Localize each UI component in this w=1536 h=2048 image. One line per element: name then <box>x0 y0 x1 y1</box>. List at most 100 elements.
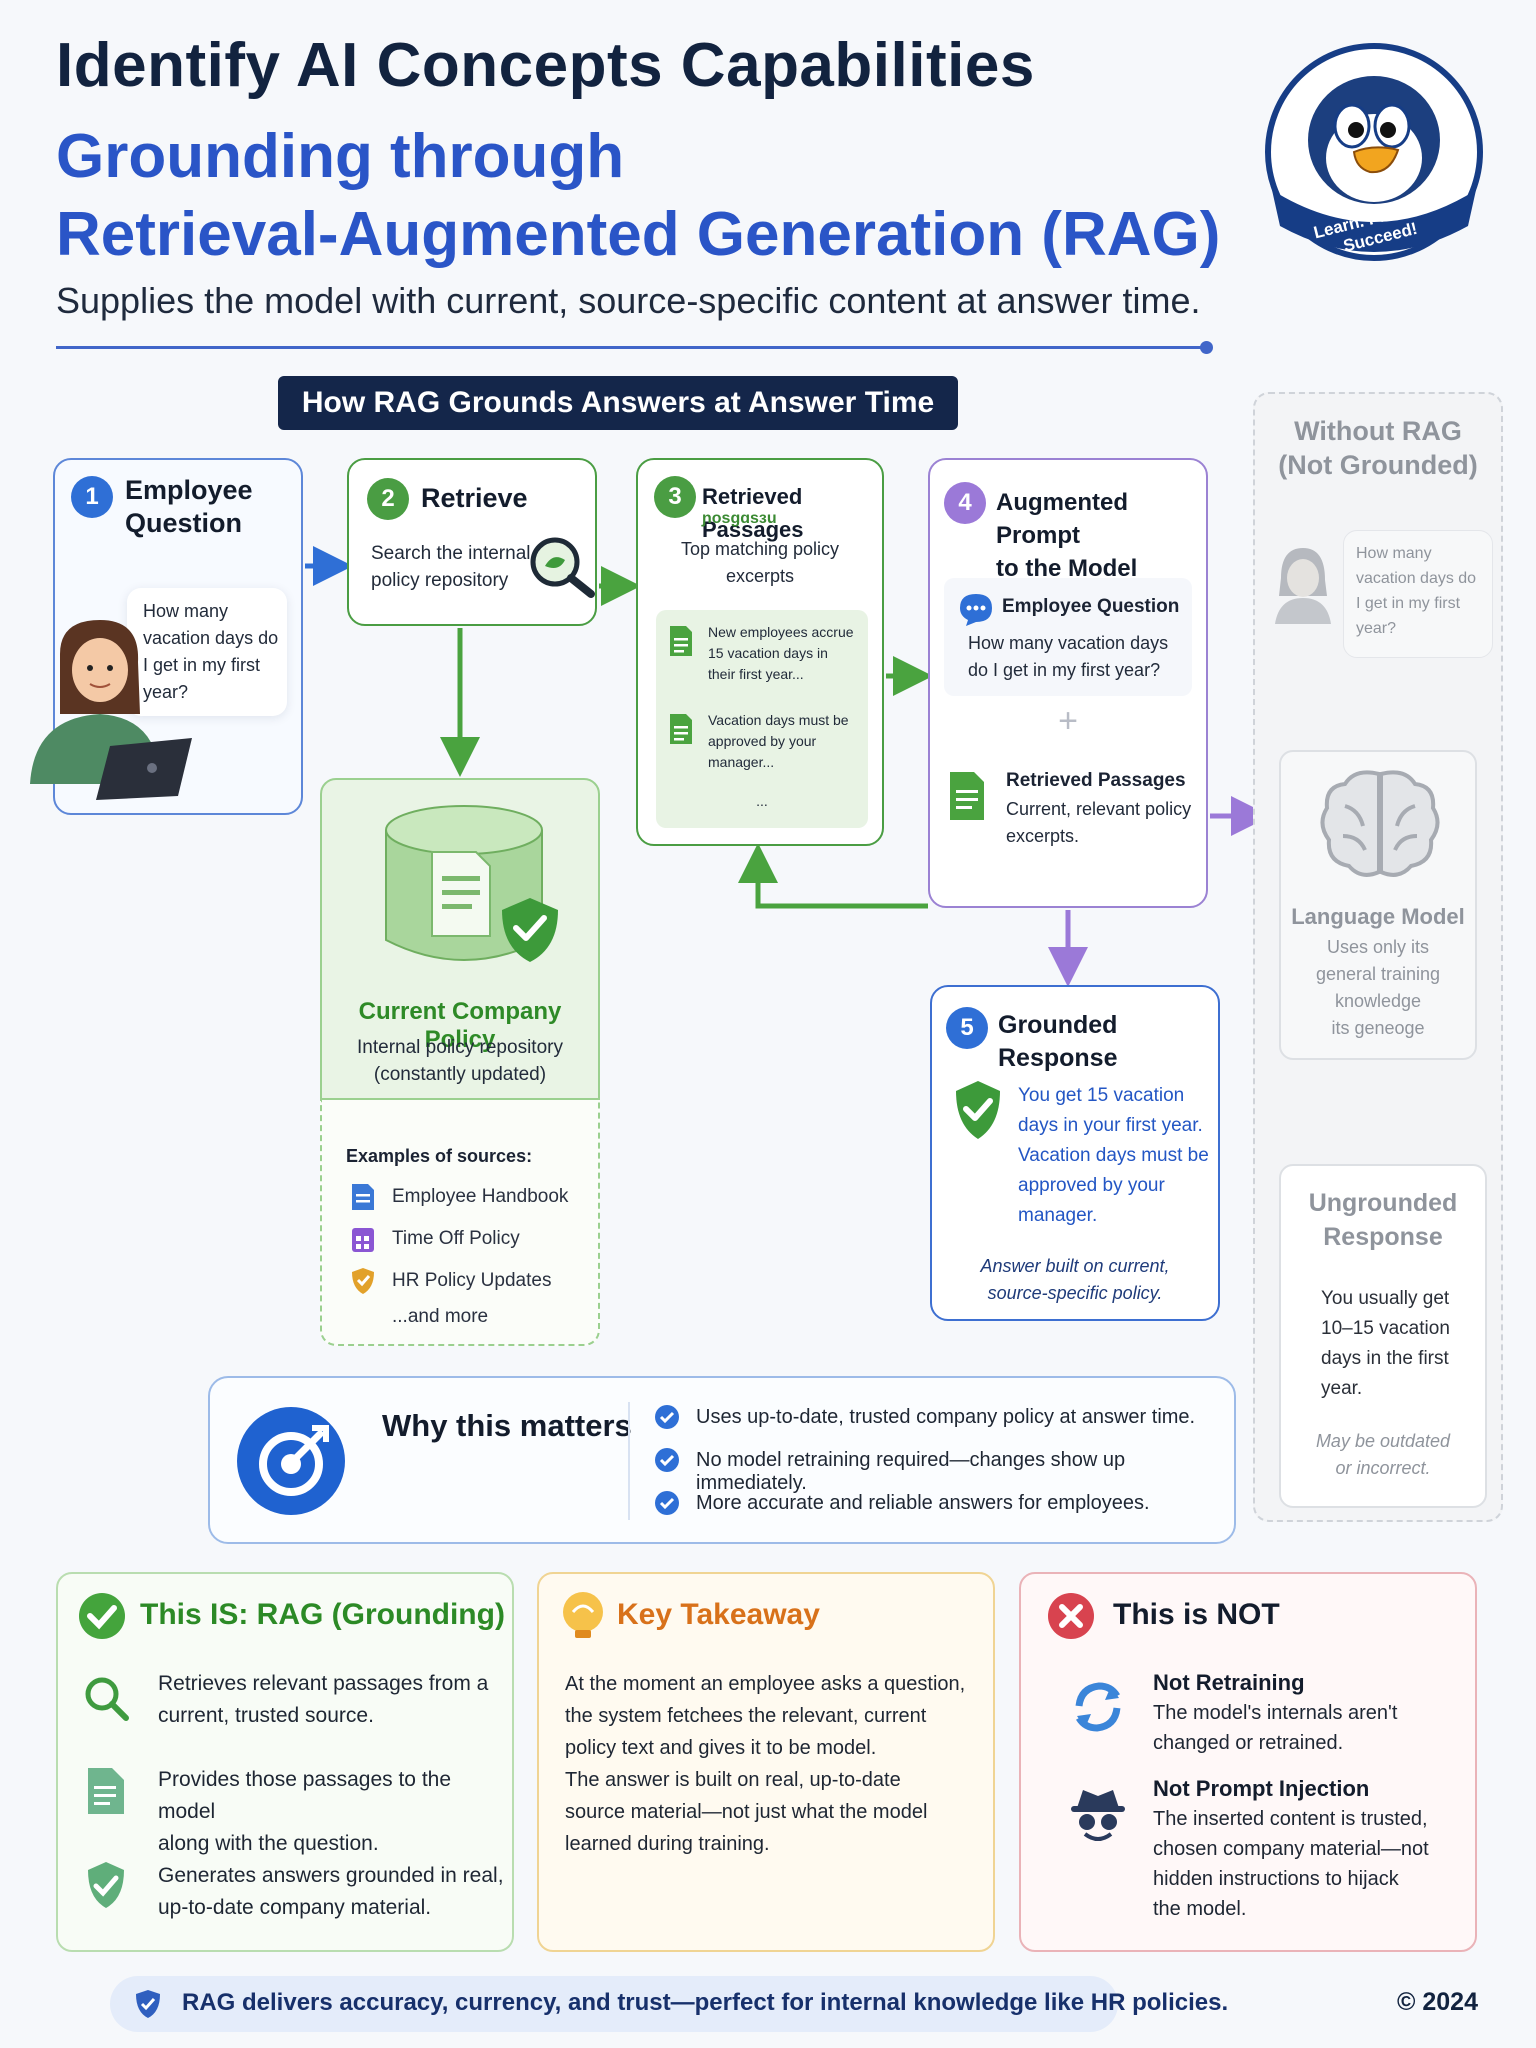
step-4-title-line1: Augmented Prompt <box>996 489 1128 549</box>
ungrounded-answer-line: 10–15 vacation <box>1321 1318 1450 1339</box>
grounded-answer: You get 15 vacation days in your first y… <box>1018 1081 1209 1231</box>
step-3-title: Retrieved Passages <box>702 484 804 542</box>
not-prompt-injection-line: the model. <box>1153 1898 1247 1920</box>
policy-text-line: (constantly updated) <box>373 1064 547 1085</box>
question-line: I get in my first <box>143 655 261 675</box>
subtitle-line-1: Grounding through <box>56 122 625 191</box>
policy-repository-card: Current Company Policy Internal policy r… <box>320 778 600 1100</box>
footer-banner <box>110 1976 1118 2032</box>
not-retraining-title: Not Retraining <box>1153 1670 1305 1695</box>
check-icon <box>655 1405 679 1429</box>
takeaway-line: At the moment an employee asks a questio… <box>565 1673 966 1695</box>
policy-text-line: Internal policy repository <box>357 1037 563 1058</box>
chat-bubble-icon <box>960 594 992 626</box>
takeaway-line: The answer is built on real, up-to-date <box>565 1769 901 1791</box>
passage-1-line: their first year... <box>708 666 804 682</box>
shield-check-icon <box>136 1990 160 2018</box>
this-is-rag-panel: This IS: RAG (Grounding) Retrieves relev… <box>56 1572 514 1952</box>
employee-with-laptop-icon <box>30 620 192 800</box>
step-3-card: 3 Retrieved Passages ɲosɡɑsɜu Top matchi… <box>636 458 884 846</box>
step-2-number: 2 <box>367 478 409 520</box>
language-model-text: Uses only its general training knowledge… <box>1281 934 1475 1042</box>
refresh-icon <box>1075 1682 1121 1732</box>
handbook-document-icon <box>352 1184 374 1210</box>
language-model-box: Language Model Uses only its general tra… <box>1279 750 1477 1060</box>
grounded-answer-line: days in your first year. <box>1018 1115 1203 1136</box>
passages-list: New employees accrue 15 vacation days in… <box>656 610 868 828</box>
passage-ellipsis: ... <box>756 793 768 809</box>
search-icon <box>85 1677 129 1721</box>
prompt-question-line: do I get in my first year? <box>968 660 1161 680</box>
ungrounded-answer: You usually get 10–15 vacation days in t… <box>1321 1284 1450 1404</box>
grounded-answer-line: approved by your <box>1018 1175 1165 1196</box>
prompt-passages-title: Retrieved Passages <box>1006 770 1186 791</box>
subtitle-line-2: Retrieval-Augmented Generation (RAG) <box>56 200 1221 269</box>
step-3-text-line: Top matching policy <box>680 539 840 559</box>
prompt-passages-line: excerpts. <box>1006 826 1080 846</box>
this-is-item-3-line: up-to-date company material. <box>158 1896 432 1919</box>
shield-check-icon <box>88 1862 124 1908</box>
grounded-answer-line: Vacation days must be <box>1018 1145 1209 1166</box>
source-item: HR Policy Updates <box>392 1270 552 1291</box>
step-3-garbled-label: ɲosɡɑsɜu <box>702 510 777 527</box>
language-model-line: general training <box>1315 964 1441 984</box>
step-1-title: Employee Question <box>125 474 253 540</box>
not-prompt-injection-title: Not Prompt Injection <box>1153 1776 1370 1801</box>
passage-2-line: manager... <box>708 754 775 770</box>
check-icon <box>655 1491 679 1515</box>
document-icon <box>950 772 984 820</box>
database-icon <box>385 805 558 962</box>
header-divider-dot <box>1200 341 1213 354</box>
copyright: © 2024 <box>1397 1988 1478 2016</box>
this-is-item-2-line: Provides those passages to the model <box>158 1768 452 1823</box>
prompt-passages-line: Current, relevant policy <box>1006 799 1192 819</box>
why-divider <box>628 1402 630 1520</box>
why-item: More accurate and reliable answers for e… <box>696 1492 1150 1514</box>
this-is-item-1-line: current, trusted source. <box>158 1704 374 1727</box>
ungrounded-title: Ungrounded Response <box>1281 1186 1485 1254</box>
ungrounded-warning: May be outdated or incorrect. <box>1281 1428 1485 1482</box>
x-circle-icon <box>1048 1593 1094 1639</box>
step-3-text: Top matching policy excerpts <box>638 536 882 590</box>
document-icon <box>88 1768 124 1814</box>
without-rag-title-line: Without RAG <box>1294 416 1462 446</box>
prompt-question-text: How many vacation days do I get in my fi… <box>968 630 1168 684</box>
page-subtitle: Grounding through Retrieval-Augmented Ge… <box>56 118 1220 274</box>
step-1-title-line2: Question <box>125 508 243 538</box>
grounded-note-line: Answer built on current, <box>980 1256 1170 1276</box>
step-5-card: 5 Grounded Response You get 15 vacation … <box>930 985 1220 1321</box>
passage-2-line: Vacation days must be <box>708 712 849 728</box>
page-title: Identify AI Concepts Capabilities <box>56 31 1035 100</box>
question-line: How many <box>143 601 229 621</box>
calendar-icon <box>352 1228 374 1252</box>
language-model-line: its geneoge <box>1331 1018 1425 1038</box>
step-4-number: 4 <box>944 482 986 524</box>
passage-2: Vacation days must be approved by your m… <box>708 710 849 773</box>
verified-shield-icon <box>956 1081 1000 1139</box>
not-prompt-injection-text: The inserted content is trusted, chosen … <box>1153 1804 1429 1924</box>
why-this-matters-box: Why this matters Uses up-to-date, truste… <box>208 1376 1236 1544</box>
step-2-title: Retrieve <box>421 483 528 513</box>
ungrounded-answer-line: year. <box>1321 1378 1363 1399</box>
document-icon <box>670 626 692 656</box>
question-bubble: How many vacation days do I get in my fi… <box>127 588 287 716</box>
tagline: Supplies the model with current, source-… <box>56 280 1201 321</box>
without-question-line: vacation days do <box>1356 570 1477 587</box>
not-prompt-injection-line: chosen company material—not <box>1153 1838 1429 1860</box>
step-4-title-line2: to the Model <box>996 555 1138 582</box>
source-more: ...and more <box>392 1306 489 1327</box>
step-1-number: 1 <box>71 476 113 518</box>
lightbulb-icon <box>563 1592 603 1638</box>
magnifier-icon <box>530 537 595 598</box>
ungrounded-warning-line: May be outdated <box>1315 1431 1451 1451</box>
this-is-item-3: Generates answers grounded in real, up-t… <box>158 1860 504 1924</box>
why-item: Uses up-to-date, trusted company policy … <box>696 1406 1196 1428</box>
passage-1-line: New employees accrue <box>708 624 854 640</box>
without-rag-title: Without RAG (Not Grounded) <box>1255 414 1501 482</box>
step-2-text: Search the internal policy repository <box>371 540 531 594</box>
why-title: Why this matters <box>382 1408 632 1443</box>
check-circle-icon <box>79 1593 125 1639</box>
ungrounded-answer-line: days in the first <box>1321 1348 1449 1369</box>
without-rag-panel: Without RAG (Not Grounded) How many vaca… <box>1253 392 1503 1522</box>
prompt-question-title: Employee Question <box>1002 596 1180 617</box>
